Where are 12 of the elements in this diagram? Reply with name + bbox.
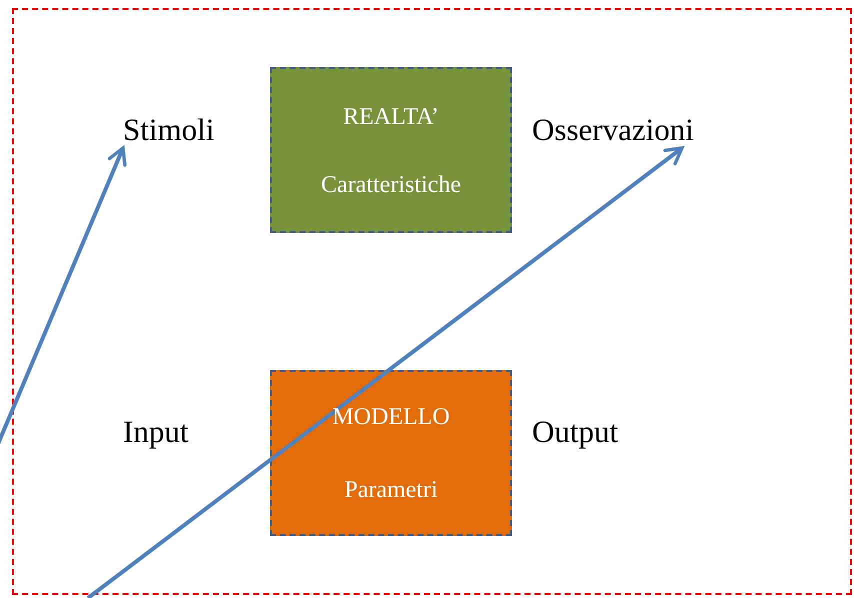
box-title: MODELLO xyxy=(331,403,451,432)
process-box xyxy=(270,370,512,536)
node-label: Output xyxy=(532,414,618,450)
node-label: Input xyxy=(123,414,188,450)
arrow xyxy=(86,146,684,598)
node-label: Stimoli xyxy=(123,112,214,148)
box-text: Caratteristiche xyxy=(320,171,462,200)
box-text: Parametri xyxy=(343,476,439,505)
arrow xyxy=(0,146,126,445)
process-box xyxy=(270,67,512,233)
node-label: Osservazioni xyxy=(532,112,694,148)
box-title: REALTA’ xyxy=(342,103,440,132)
